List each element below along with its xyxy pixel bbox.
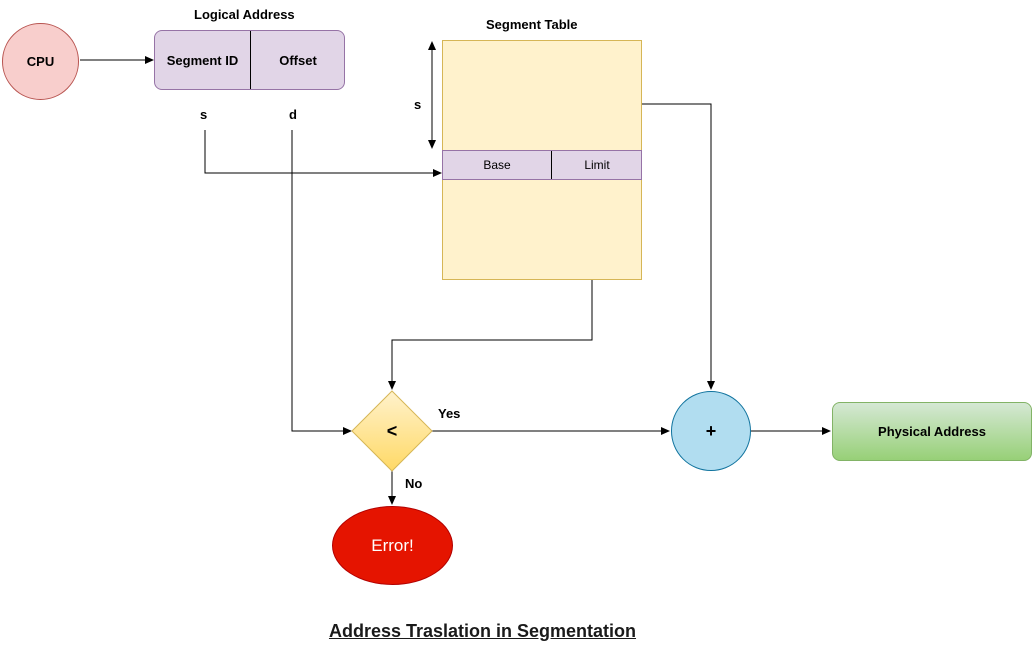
base-cell: Base (443, 151, 551, 179)
error-node: Error! (332, 506, 453, 585)
no-label: No (405, 476, 423, 491)
limit-cell: Limit (551, 151, 642, 179)
s-label: s (200, 107, 208, 122)
logical-address-heading: Logical Address (194, 7, 295, 22)
logical-address-box: Segment ID Offset (154, 30, 345, 90)
error-label: Error! (371, 535, 414, 555)
segment-table-entry: Base Limit (442, 150, 642, 180)
offset-cell: Offset (250, 31, 345, 89)
segment-id-cell: Segment ID (155, 31, 250, 89)
cpu-node: CPU (2, 23, 79, 100)
limit-label: Limit (584, 158, 610, 172)
segment-table-s-label: s (414, 97, 422, 112)
adder-symbol: + (705, 420, 717, 441)
s-to-segment-row-arrow (204, 130, 442, 177)
comparator-symbol: < (386, 420, 398, 441)
segment-table-heading: Segment Table (486, 17, 578, 32)
base-label: Base (483, 158, 511, 172)
segment-id-label: Segment ID (166, 52, 239, 68)
d-label: d (289, 107, 297, 122)
adder-node: + (671, 391, 751, 471)
physical-address-node: Physical Address (832, 402, 1032, 461)
s-offset-arrow-top-head (428, 41, 436, 50)
d-to-comparator-arrow (291, 130, 352, 435)
comparator-diamond (351, 390, 433, 472)
offset-label: Offset (279, 52, 317, 68)
diagram-title: Address Traslation in Segmentation (328, 621, 637, 641)
cpu-label: CPU (26, 54, 55, 69)
physical-address-label: Physical Address (878, 424, 986, 439)
yes-label: Yes (438, 406, 461, 421)
